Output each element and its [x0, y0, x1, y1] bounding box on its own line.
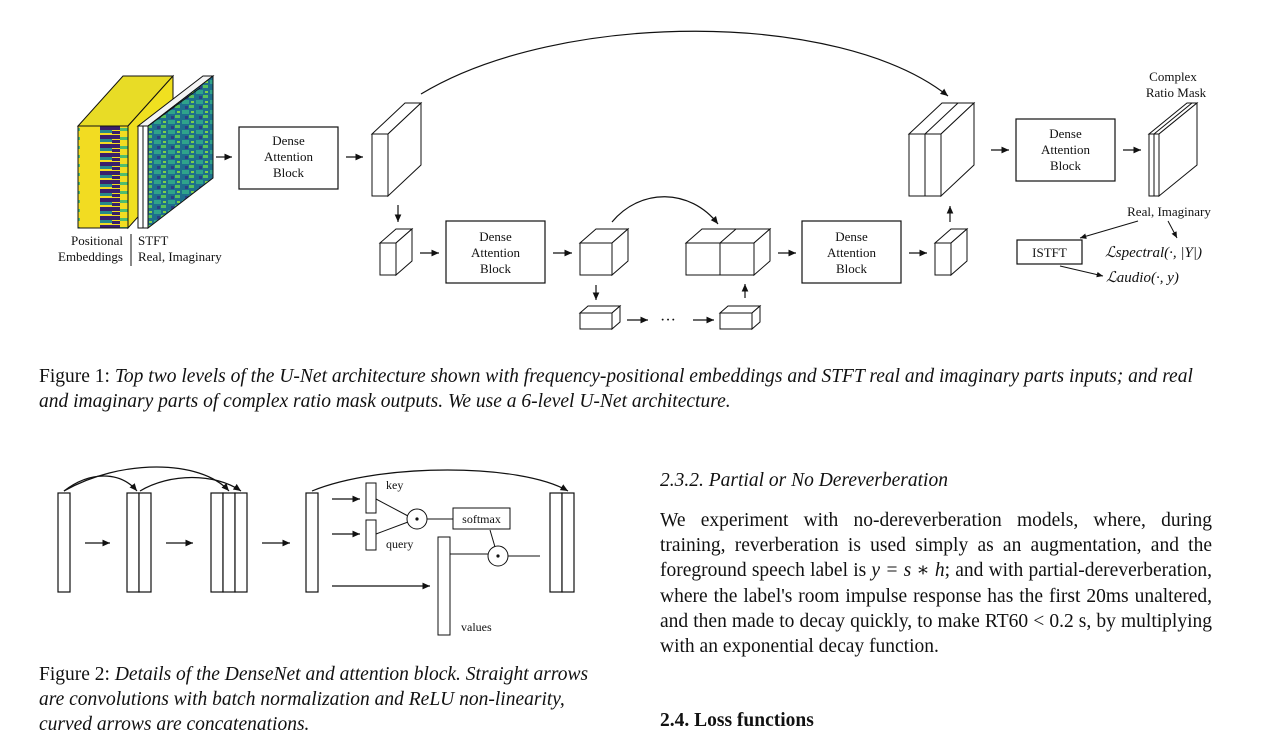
key-label: key	[386, 478, 403, 492]
body-text-1: We experiment with no-dereverberation mo…	[660, 510, 1212, 582]
dot-product-2-mark	[496, 554, 500, 558]
dot-product-1-mark	[415, 517, 419, 521]
svg-text:ISTFT: ISTFT	[1032, 245, 1067, 260]
section-heading: 2.4. Loss functions	[660, 710, 814, 731]
dense-attention-block-2: Dense Attention Block	[445, 220, 546, 284]
svg-text:Attention: Attention	[827, 245, 877, 260]
attention-output-bars	[549, 492, 575, 593]
dense-concat-arc-3	[139, 477, 242, 492]
svg-text:Dense: Dense	[835, 229, 868, 244]
values-label: values	[461, 620, 492, 634]
dense-attention-block-4: Dense Attention Block	[1015, 118, 1116, 182]
tensor-level3-left	[578, 304, 622, 331]
arrow-mask-to-spectral-loss	[1167, 220, 1178, 239]
istft-box: ISTFT	[1016, 239, 1083, 265]
dense-concat-arc-1	[63, 475, 138, 492]
tensor-level2-decoder	[684, 227, 772, 277]
dense-attention-block-1: Dense Attention Block	[238, 126, 339, 190]
dense-concat-arc-2	[63, 466, 230, 492]
loss-audio: ℒaudio(·, y)	[1106, 270, 1179, 286]
figure-1-caption: Figure 1: Top two levels of the U-Net ar…	[39, 364, 1219, 414]
query-to-dot	[375, 521, 409, 535]
label-stft: STFT	[138, 233, 168, 248]
label-ratio-mask: Ratio Mask	[1146, 85, 1207, 100]
skip-connection-level1	[420, 30, 949, 97]
figure-2-caption-prefix: Figure 2:	[39, 664, 110, 685]
tensor-level1-encoder	[370, 101, 423, 198]
attention-skip-arc	[311, 469, 569, 492]
skip-connection-level2	[611, 196, 719, 225]
figure-1-diagram: Positional Embeddings STFT Real, Imagina…	[58, 30, 1211, 331]
query-label: query	[386, 537, 413, 551]
svg-text:Block: Block	[1050, 158, 1082, 173]
figure-2-caption: Figure 2: Details of the DenseNet and at…	[39, 662, 599, 737]
tensor-level2-decoder-out	[933, 227, 969, 277]
ellipsis: ···	[660, 312, 676, 329]
tensor-level1-decoder	[907, 101, 976, 198]
figure-2-diagram: key query softmax values	[57, 466, 575, 636]
svg-text:softmax: softmax	[462, 512, 501, 526]
svg-text:Attention: Attention	[471, 245, 521, 260]
equation-label: y = s ∗ h	[871, 560, 945, 582]
densenet-bars	[57, 492, 248, 593]
svg-text:Attention: Attention	[264, 149, 314, 164]
label-positional-embeddings-1: Positional	[71, 233, 123, 248]
softmax-box: softmax	[452, 507, 511, 530]
label-complex: Complex	[1149, 69, 1197, 84]
tensor-level2-encoder	[378, 227, 414, 277]
input-stft-real-imag	[136, 74, 215, 230]
arrow-istft-to-audio-loss	[1059, 265, 1104, 278]
svg-text:Attention: Attention	[1041, 142, 1091, 157]
body-text-3: , by multiplying with an exponential dec…	[660, 610, 1212, 658]
attention-input-bar	[305, 492, 319, 593]
svg-text:Dense: Dense	[1049, 126, 1082, 141]
key-bar	[365, 482, 377, 514]
svg-text:Block: Block	[480, 261, 512, 276]
svg-text:Dense: Dense	[272, 133, 305, 148]
body-paragraph: We experiment with no-dereverberation mo…	[660, 508, 1212, 659]
tensor-level2-cube	[578, 227, 630, 277]
output-complex-ratio-mask	[1147, 101, 1199, 198]
svg-text:Block: Block	[273, 165, 305, 180]
key-to-dot	[375, 498, 409, 517]
tensor-level3-right	[718, 304, 762, 331]
loss-spectral: ℒspectral(·, |Y|)	[1105, 245, 1202, 261]
equation-rt60: RT60 < 0.2 s	[984, 610, 1087, 632]
figure-1-caption-prefix: Figure 1:	[39, 366, 110, 387]
svg-text:Block: Block	[836, 261, 868, 276]
figure-1-caption-text: Top two levels of the U-Net architecture…	[39, 366, 1193, 412]
body-text-2: ; and with partial-dereverberation, wher…	[660, 560, 1212, 632]
arrow-mask-to-istft	[1079, 220, 1139, 239]
softmax-to-dot	[489, 529, 496, 548]
label-real-imaginary-out: Real, Imaginary	[1127, 204, 1211, 219]
query-bar	[365, 519, 377, 551]
svg-text:Dense: Dense	[479, 229, 512, 244]
subsection-heading: 2.3.2. Partial or No Dereverberation	[660, 470, 948, 491]
values-bar	[437, 536, 451, 636]
dense-attention-block-3: Dense Attention Block	[801, 220, 902, 284]
label-positional-embeddings-2: Embeddings	[58, 249, 123, 264]
label-stft-real-imag: Real, Imaginary	[138, 249, 222, 264]
figure-2-caption-text: Details of the DenseNet and attention bl…	[39, 664, 589, 735]
